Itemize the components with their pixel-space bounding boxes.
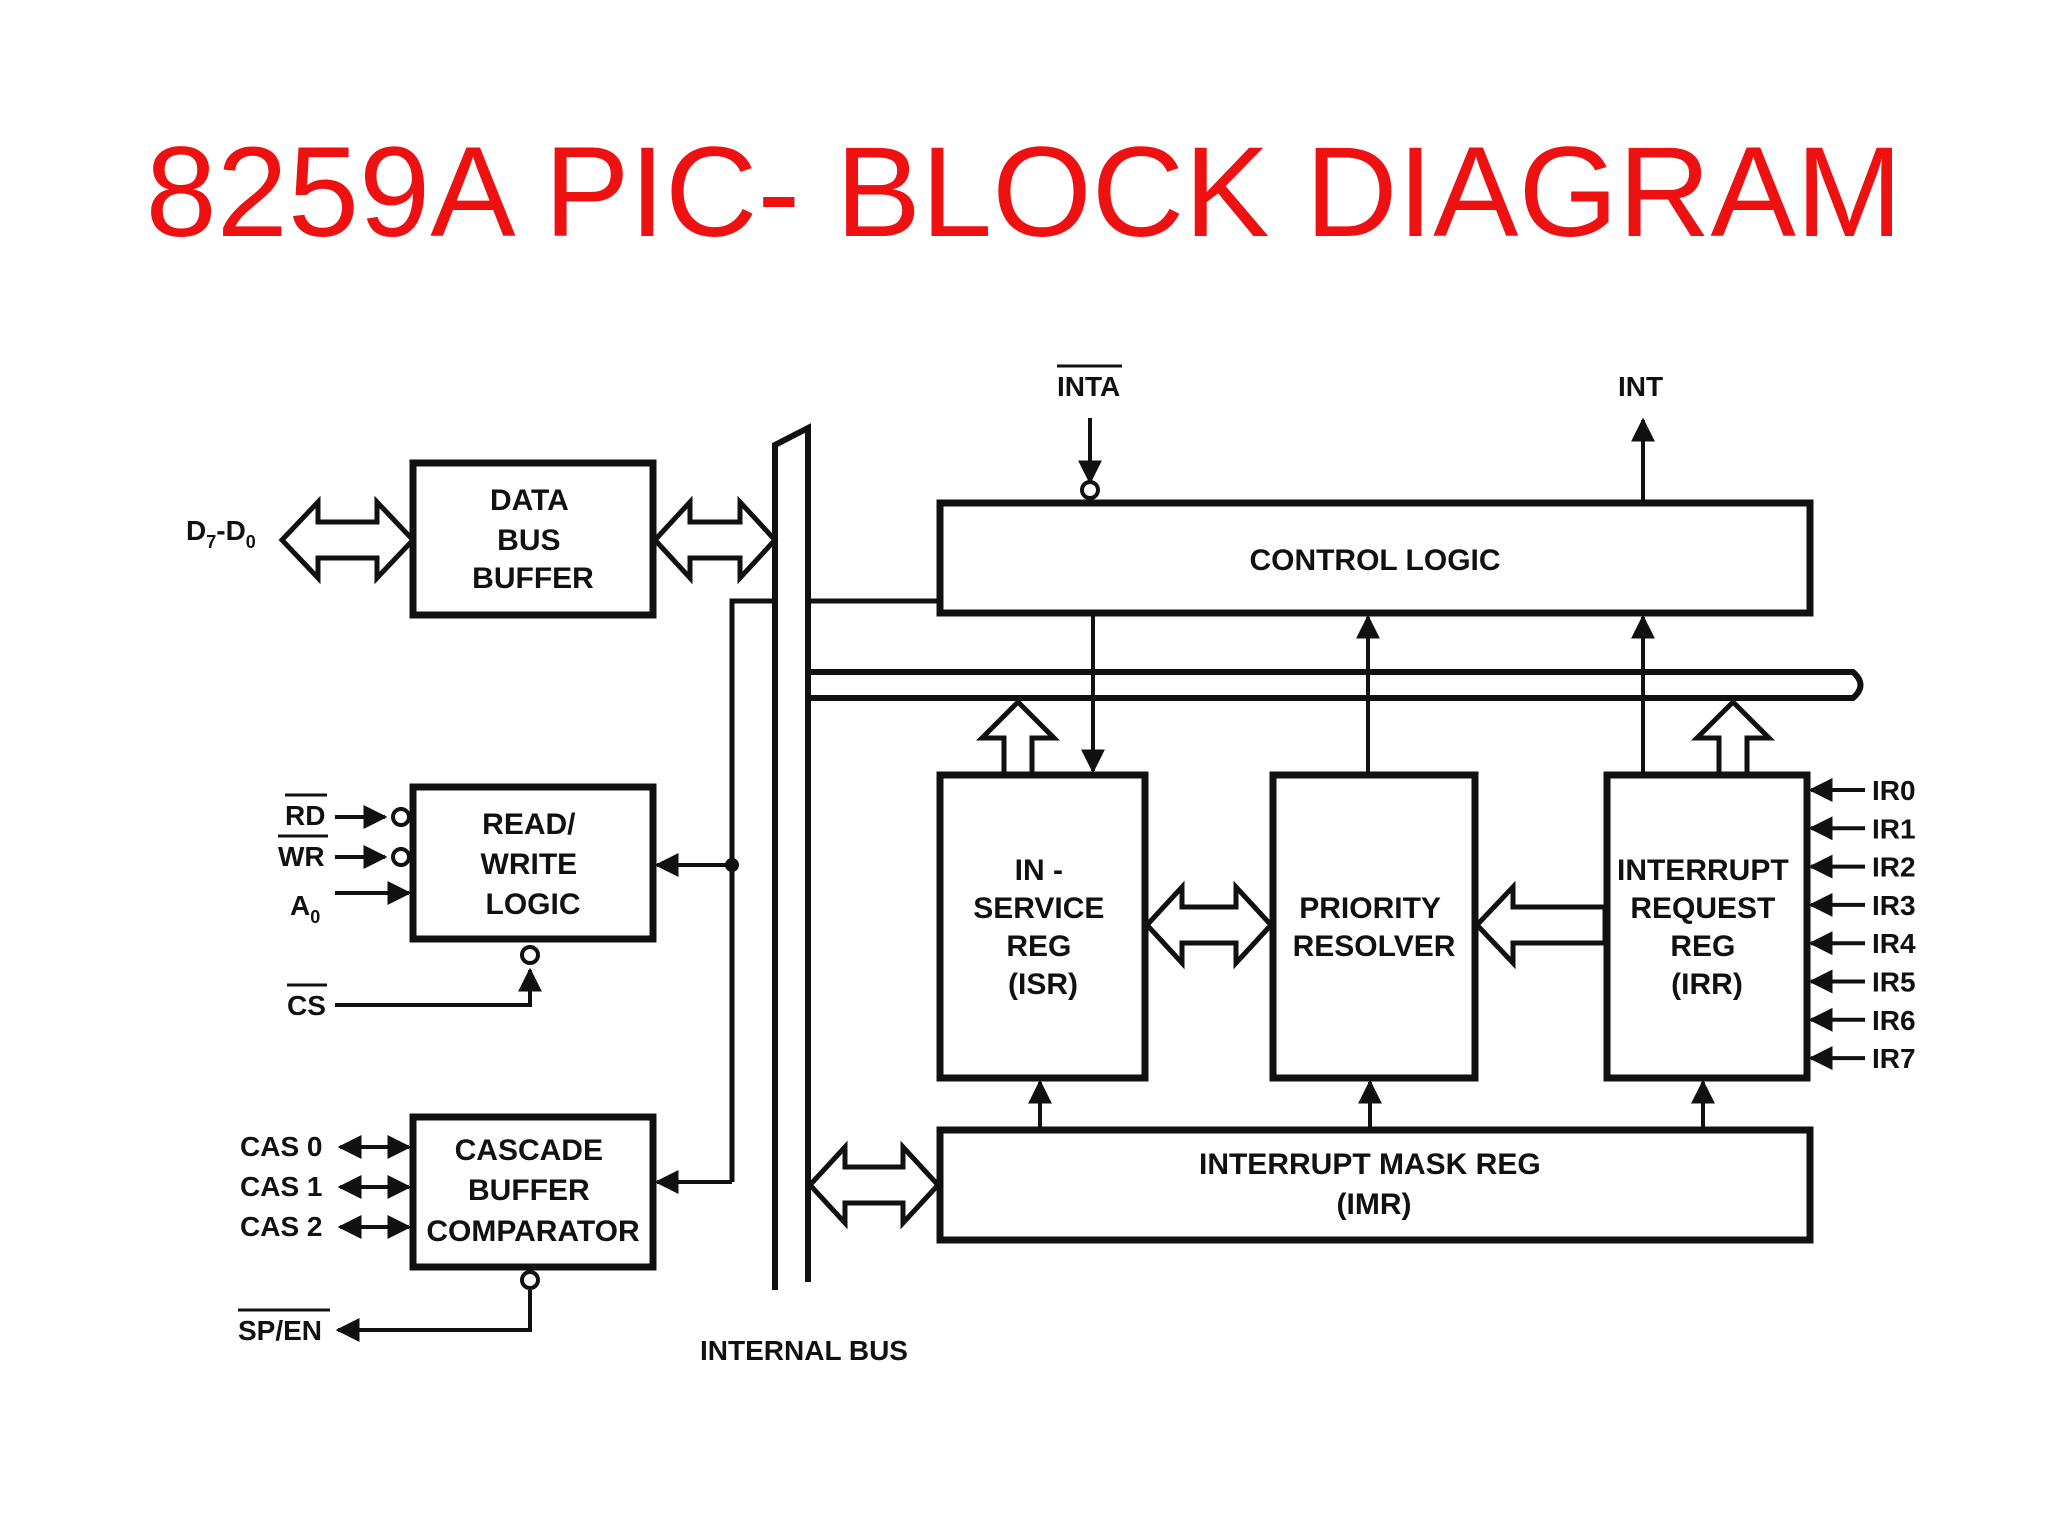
ir2-label: IR2 [1872,852,1916,883]
imr-label: INTERRUPT MASK REG (IMR) [1199,1148,1549,1221]
ir1-label: IR1 [1872,813,1916,844]
internal-bus [772,423,811,1290]
horizontal-bus [808,669,1864,701]
data-bus-buffer-label: DATA BUS BUFFER [472,484,594,595]
irr-block [1603,771,1811,1082]
bus-imr-arrow [806,1140,942,1230]
wr-bubble [391,847,411,867]
rd-label: RD [285,800,325,831]
irr-to-bus-arrow [1690,698,1776,773]
vertical-feed-line [729,598,775,1182]
control-logic-block [936,499,1814,617]
inta-label: INTA [1057,371,1120,402]
cas1-label: CAS 1 [240,1171,322,1202]
cas0-label: CAS 0 [240,1131,322,1162]
page-title: 8259A PIC- BLOCK DIAGRAM [145,121,1903,264]
priority-resolver-block [1269,771,1479,1082]
ir3-label: IR3 [1872,890,1916,921]
read-write-logic-label: READ/ WRITE LOGIC [481,808,586,921]
d7-d0-bus-arrow [278,495,417,585]
inta-bubble [1080,480,1100,500]
control-logic-label: CONTROL LOGIC [1249,544,1500,577]
dbb-to-internal-bus-arrow [651,495,779,585]
cascade-buffer-label: CASCADE BUFFER COMPARATOR [426,1134,640,1248]
sp-en-bubble [520,1270,540,1290]
priority-resolver-label: PRIORITY RESOLVER [1293,892,1456,963]
isr-pr-arrow [1143,880,1275,970]
ir4-label: IR4 [1872,928,1916,959]
rd-bubble [391,807,411,827]
cascade-buffer-block [409,1113,657,1271]
cs-label: CS [287,990,326,1021]
int-label: INT [1618,371,1663,402]
read-write-logic-block [409,783,657,943]
a0-label: A0 [290,890,320,927]
isr-label: IN - SERVICE REG (ISR) [973,854,1113,1001]
cs-bubble [520,945,540,965]
ir7-label: IR7 [1872,1043,1916,1074]
cs-line [335,967,542,1007]
isr-block [936,771,1149,1082]
internal-bus-label: INTERNAL BUS [700,1335,908,1366]
d7-d0-label: D7-D0 [186,515,256,552]
ir6-label: IR6 [1872,1005,1916,1036]
cas2-label: CAS 2 [240,1211,322,1242]
sp-en-label: SP/EN [238,1315,322,1346]
irr-to-pr-arrow [1473,880,1608,970]
sp-en-line [335,1290,532,1342]
ir0-label: IR0 [1872,775,1916,806]
irr-label: INTERRUPT REQUEST REG (IRR) [1617,854,1797,1001]
imr-block [936,1126,1814,1244]
ir-lines [1808,778,1865,1071]
ir5-label: IR5 [1872,967,1916,998]
bus-junction-dot [725,858,739,872]
isr-to-bus-arrow [975,698,1061,773]
wr-label: WR [278,841,325,872]
